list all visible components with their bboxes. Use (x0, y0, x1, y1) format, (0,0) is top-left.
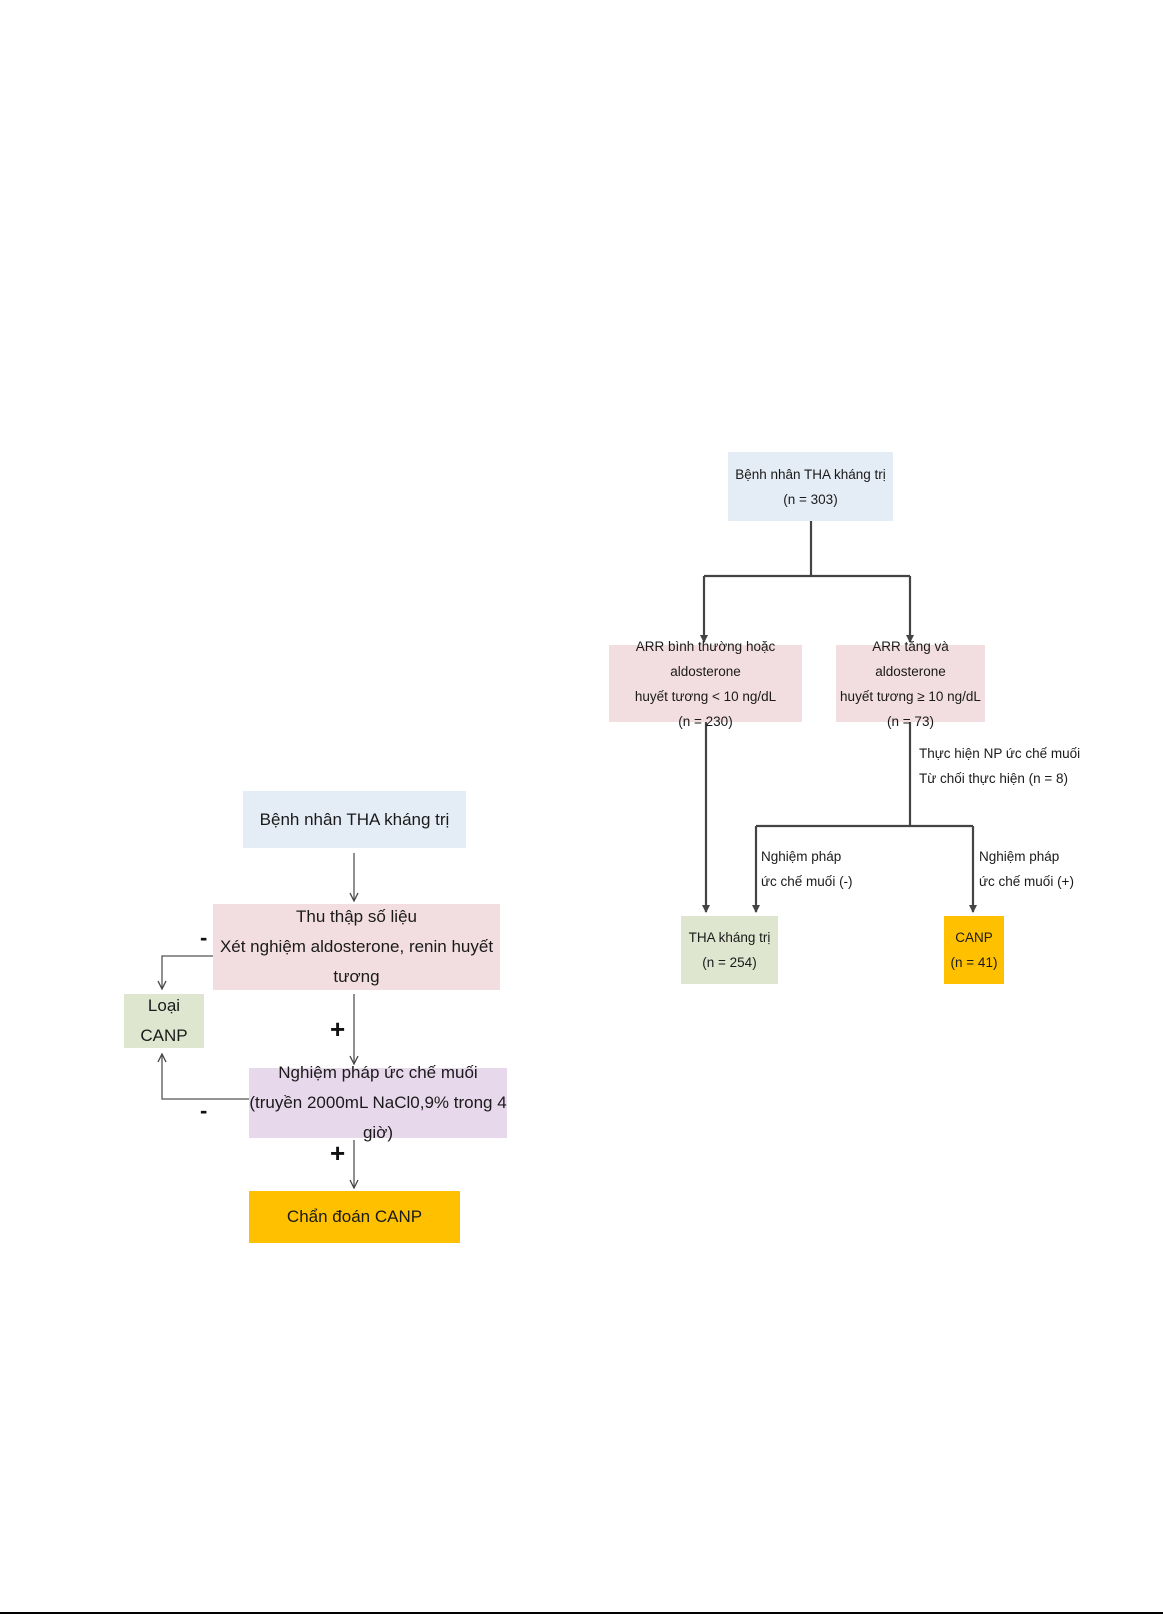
normal-arr-line2: huyết tương < 10 ng/dL (634, 688, 777, 704)
data-collection-box: Thu thập số liệu Xét nghiệm aldosterone,… (213, 904, 500, 990)
canp-diagnosis-label: Chẩn đoán CANP (286, 1207, 423, 1226)
elevated-arr-line1: ARR tăng và aldosterone (872, 638, 949, 679)
negative-test-label: Nghiệm pháp ức chế muối (-) (761, 844, 853, 894)
negative-test-line2: ức chế muối (-) (761, 874, 853, 889)
canp-result-count: (n = 41) (950, 955, 998, 970)
normal-arr-line1: ARR bình thường hoặc aldosterone (635, 638, 776, 679)
minus-sign-salt: - (200, 1098, 208, 1123)
salt-suppression-title: Nghiệm pháp ức chế muối (278, 1063, 478, 1082)
root-patients-box: Bệnh nhân THA kháng trị (n = 303) (728, 452, 893, 521)
canp-result-label: CANP (955, 930, 993, 945)
canp-result-box: CANP (n = 41) (944, 916, 1004, 984)
salt-suppression-box: Nghiệm pháp ức chế muối (truyền 2000mL N… (249, 1063, 507, 1142)
exclude-canp-label: Loại CANP (140, 996, 188, 1045)
normal-arr-box: ARR bình thường hoặc aldosterone huyết t… (609, 639, 802, 729)
root-patients-count: (n = 303) (783, 491, 838, 507)
root-patients-label: Bệnh nhân THA kháng trị (735, 466, 886, 482)
salt-suppression-detail: (truyền 2000mL NaCl0,9% trong 4 giờ) (249, 1093, 507, 1142)
canp-diagnosis-box: Chẩn đoán CANP (249, 1191, 460, 1243)
data-collection-title: Thu thập số liệu (296, 907, 417, 926)
negative-test-line1: Nghiệm pháp (761, 849, 842, 864)
bottom-rule (0, 1612, 1163, 1614)
left-connectors (162, 853, 354, 1187)
plus-sign-collect: + (330, 1014, 346, 1044)
right-connectors (700, 520, 977, 913)
normal-arr-count: (n = 230) (678, 713, 733, 729)
patients-box: Bệnh nhân THA kháng trị (243, 791, 466, 848)
patients-label: Bệnh nhân THA kháng trị (259, 809, 450, 829)
resistant-hypertension-count: (n = 254) (702, 955, 757, 970)
salt-test-note: Thực hiện NP ức chế muối Từ chối thực hi… (919, 741, 1080, 791)
plus-sign-salt: + (330, 1138, 346, 1168)
exclude-canp-box: Loại CANP (124, 994, 204, 1048)
elevated-arr-line2: huyết tương ≥ 10 ng/dL (840, 688, 981, 704)
positive-test-line1: Nghiệm pháp (979, 849, 1060, 864)
positive-test-label: Nghiệm pháp ức chế muối (+) (979, 844, 1074, 894)
salt-test-refused: Từ chối thực hiện (n = 8) (919, 771, 1069, 786)
data-collection-tests: Xét nghiệm aldosterone, renin huyết tươn… (219, 937, 494, 986)
resistant-hypertension-label: THA kháng trị (688, 930, 771, 945)
elevated-arr-box: ARR tăng và aldosterone huyết tương ≥ 10… (836, 639, 985, 729)
positive-test-line2: ức chế muối (+) (979, 874, 1074, 889)
elevated-arr-count: (n = 73) (887, 713, 934, 729)
resistant-hypertension-box: THA kháng trị (n = 254) (681, 916, 778, 984)
minus-sign-collect: - (200, 925, 208, 950)
salt-test-performed: Thực hiện NP ức chế muối (919, 746, 1081, 761)
